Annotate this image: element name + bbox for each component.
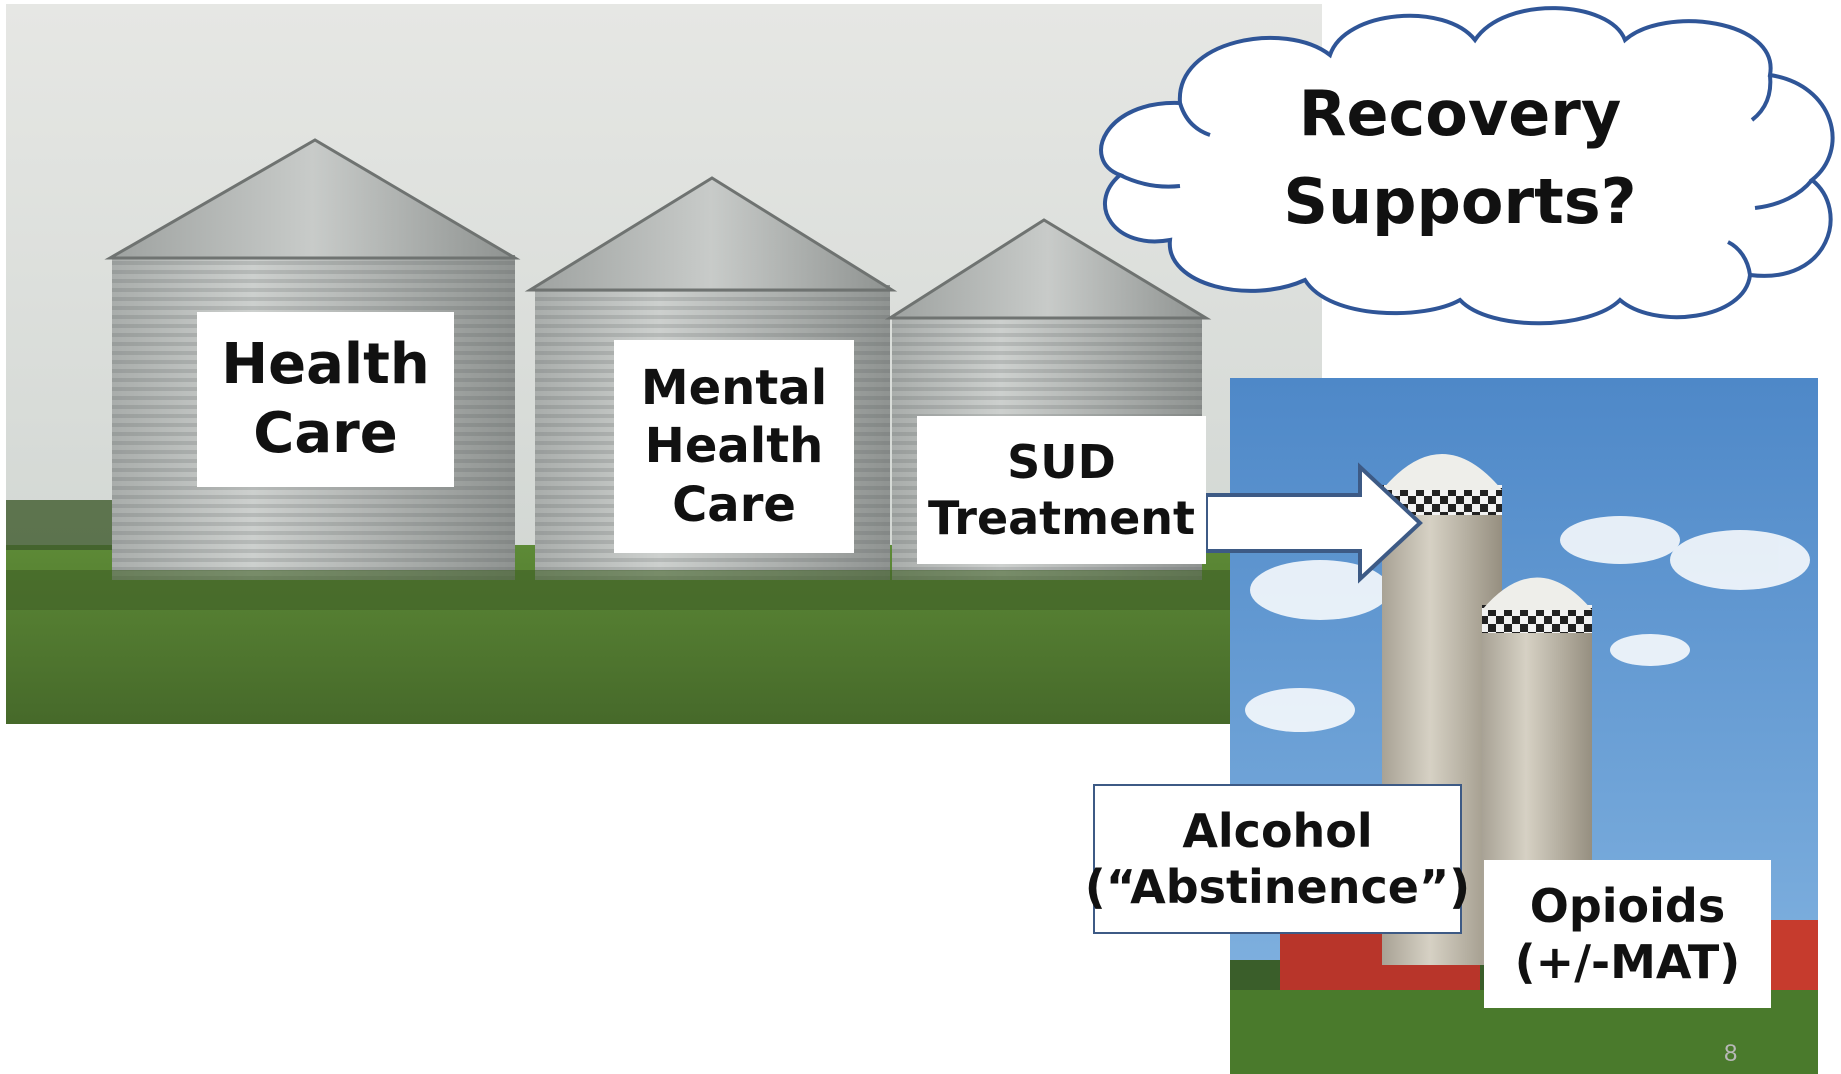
health-care-label: Health Care bbox=[197, 312, 454, 487]
sud-line-2: Treatment bbox=[927, 491, 1196, 545]
mental-health-line-3: Care bbox=[672, 476, 796, 533]
sud-line-1: SUD bbox=[1007, 434, 1116, 489]
health-care-line-1: Health bbox=[221, 332, 430, 398]
alcohol-label: Alcohol (“Abstinence”) bbox=[1085, 784, 1470, 934]
mental-health-line-1: Mental bbox=[640, 359, 828, 416]
opioids-line-2: (+/-MAT) bbox=[1514, 935, 1741, 989]
alcohol-line-2: (“Abstinence”) bbox=[1084, 860, 1471, 914]
cloud-text: Recovery Supports? bbox=[1270, 70, 1650, 246]
cloud-line-1: Recovery bbox=[1298, 77, 1622, 150]
page-number: 8 bbox=[1724, 1040, 1738, 1067]
opioids-label: Opioids (+/-MAT) bbox=[1484, 860, 1771, 1008]
alcohol-line-1: Alcohol bbox=[1182, 803, 1373, 858]
health-care-line-2: Care bbox=[253, 400, 398, 466]
cloud-line-2: Supports? bbox=[1283, 165, 1637, 239]
mental-health-care-label: Mental Health Care bbox=[614, 340, 854, 553]
sud-treatment-label: SUD Treatment bbox=[917, 416, 1206, 564]
opioids-line-1: Opioids bbox=[1529, 878, 1726, 933]
mental-health-line-2: Health bbox=[644, 418, 824, 475]
